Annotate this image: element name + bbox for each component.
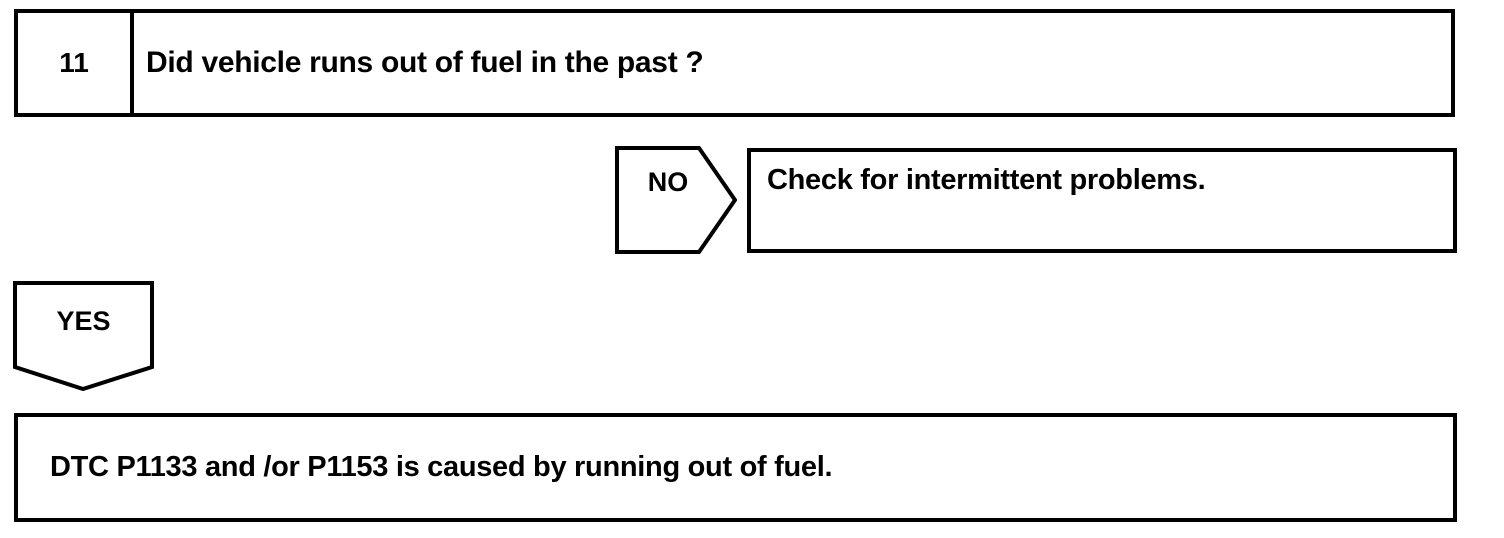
- step-question-text: Did vehicle runs out of fuel in the past…: [146, 46, 704, 79]
- step-number: 11: [18, 13, 134, 113]
- no-arrow-icon: [615, 146, 737, 254]
- yes-connector: YES: [13, 281, 154, 391]
- step-question-box: 11 Did vehicle runs out of fuel in the p…: [14, 9, 1455, 117]
- no-result-text: Check for intermittent problems.: [767, 164, 1206, 196]
- no-connector: NO: [615, 146, 737, 254]
- yes-result-box: DTC P1133 and /or P1153 is caused by run…: [14, 413, 1457, 522]
- no-arrow-shape: [615, 146, 737, 254]
- no-result-box: Check for intermittent problems.: [747, 148, 1457, 253]
- yes-result-text: DTC P1133 and /or P1153 is caused by run…: [50, 451, 833, 483]
- yes-arrow-icon: [13, 281, 154, 391]
- no-label: NO: [647, 167, 689, 197]
- yes-label: YES: [56, 306, 111, 336]
- yes-arrow-shape: [13, 281, 154, 391]
